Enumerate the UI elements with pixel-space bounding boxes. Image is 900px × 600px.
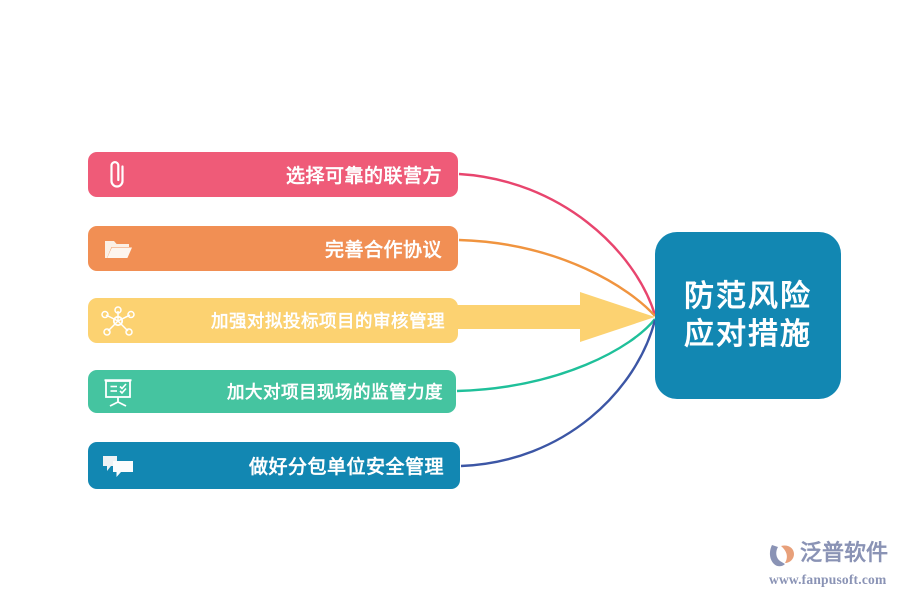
target-box[interactable]: 防范风险 应对措施 [655,232,841,399]
target-title-line2: 应对措施 [684,316,812,352]
chat-bubbles-icon [98,446,138,486]
logo-name: 泛普软件 [800,541,889,566]
item-label-1: 选择可靠的联营方 [285,165,442,187]
item-bar-5[interactable]: 做好分包单位安全管理 [88,442,460,489]
connector-curve-5 [460,319,657,468]
item-bar-1[interactable]: 选择可靠的联营方 [88,152,458,197]
paperclip-icon [98,155,138,195]
fanpu-logo-mark [769,545,794,567]
connector-arrow-3 [455,292,655,342]
item-label-3: 加强对拟投标项目的审核管理 [211,312,445,332]
brand-logo: 泛普软件 www.fanpusoft.com [768,538,892,590]
network-nodes-icon [98,301,138,341]
connector-curve-2 [458,238,656,317]
item-bar-2[interactable]: 完善合作协议 [88,226,458,271]
item-bar-4[interactable]: 加大对项目现场的监管力度 [88,370,456,413]
connector-curve-1 [458,172,657,316]
presentation-checklist-icon [98,372,138,412]
folder-open-icon [98,229,138,269]
item-label-2: 完善合作协议 [324,239,442,261]
connector-curve-4 [456,318,656,393]
item-label-5: 做好分包单位安全管理 [248,456,444,478]
item-bar-3[interactable]: 加强对拟投标项目的审核管理 [88,298,458,343]
logo-url: www.fanpusoft.com [769,572,887,587]
item-label-4: 加大对项目现场的监管力度 [227,383,443,403]
target-title-line1: 防范风险 [684,279,812,315]
